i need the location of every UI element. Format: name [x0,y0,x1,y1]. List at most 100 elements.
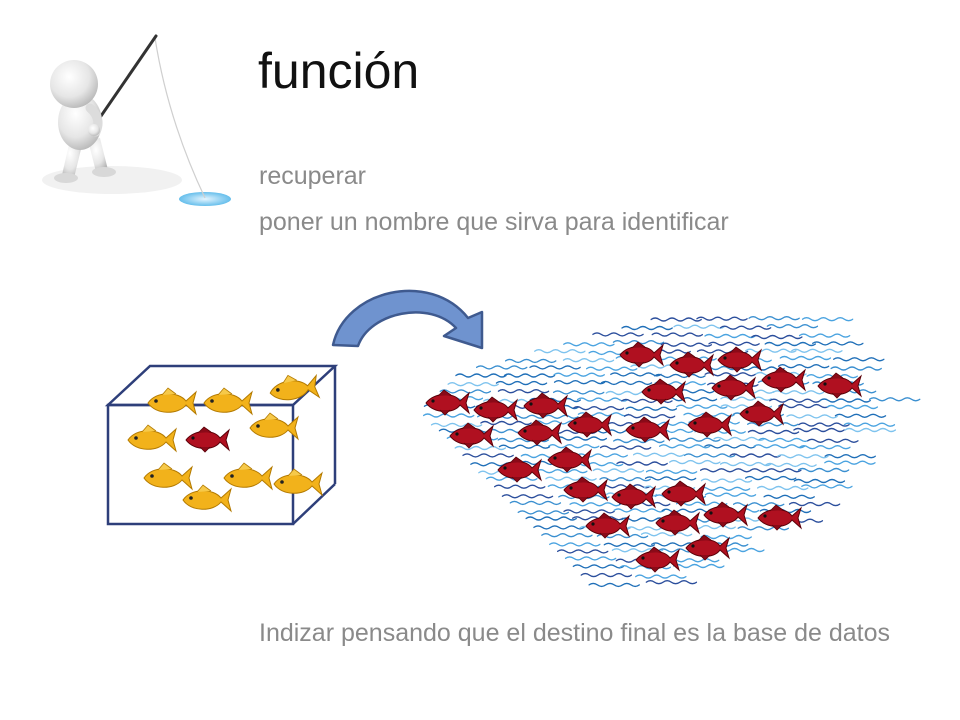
water-wave [668,459,721,465]
water-wave [533,349,586,354]
water-wave [824,454,877,459]
water-wave [708,341,761,346]
water-wave [811,341,864,346]
water-wave [480,420,532,426]
water-wave [766,324,819,329]
water-wave [791,348,843,353]
water-wave [592,332,644,337]
red-fish-icon [547,446,592,473]
red-fish-icon [711,374,756,401]
water-wave [454,445,507,451]
red-fish-icon [635,546,680,573]
water-wave [672,563,725,569]
water-wave [650,317,703,322]
water-wave [599,484,651,489]
water-wave [634,574,687,579]
gold-fish-icon [273,468,323,496]
water-wave [807,438,859,443]
water-wave [843,422,896,427]
water-wave [658,444,711,449]
water-wave [430,422,483,428]
water-wave [788,501,841,507]
red-fish-icon [739,400,784,427]
water-wave [612,438,665,444]
water-wave [797,467,850,473]
water-wave [798,333,851,338]
water-wave [645,580,698,585]
water-wave [777,364,830,369]
water-wave [592,468,645,473]
water-wave [830,366,883,371]
water-wave [645,469,698,474]
red-fish-icon [757,504,802,531]
water-wave [744,348,797,353]
water-wave [765,462,817,468]
water-wave [503,373,556,378]
gold-fish-icon [143,462,193,490]
water-wave [756,485,809,491]
water-wave [844,427,897,433]
water-wave [651,332,704,337]
water-wave [786,414,839,419]
red-fish-icon [761,366,806,393]
water-wave [698,486,751,491]
water-wave [541,533,593,538]
water-wave [801,317,854,322]
red-fish-icon [619,341,664,368]
water-wave [555,436,608,441]
water-wave [569,502,622,507]
water-wave [600,380,653,386]
water-wave [563,342,615,347]
water-wave [746,422,799,427]
water-wave [704,492,757,497]
water-wave [447,382,500,387]
water-wave [603,542,656,547]
water-wave [834,413,887,418]
gold-fish-icon [249,412,299,440]
water-wave [747,429,800,435]
water-wave [533,525,585,530]
water-wave [625,406,678,411]
water-wave [455,373,507,378]
water-wave [610,372,662,377]
red-fish-icon [449,422,494,449]
water-wave [758,437,811,443]
water-wave [588,582,641,588]
water-wave [553,380,606,385]
water-wave [632,452,685,457]
water-wave [498,444,551,449]
water-wave [556,549,609,554]
subtitle-line-2: poner un nombre que sirva para identific… [259,208,729,236]
water-wave [769,398,821,403]
water-wave [613,508,666,513]
water-wave [744,475,797,481]
red-fish-icon [817,372,862,399]
water-wave [824,460,876,465]
water-wave [868,397,921,402]
water-wave [621,325,674,331]
water-wave [497,389,550,394]
water-wave [547,444,600,449]
water-wave [799,445,851,450]
water-wave [545,476,597,481]
water-wave [729,453,782,458]
red-fish-icon [473,396,518,423]
water-wave [563,509,616,514]
curved-arrow-icon [331,289,484,350]
water-wave [665,397,718,402]
water-wave [700,478,753,483]
water-wave [572,406,625,411]
water-wave [779,355,832,361]
water-wave [462,453,514,458]
water-wave [749,468,802,473]
red-fish-icon [685,534,730,561]
water-wave [683,453,736,458]
water-wave [623,414,676,419]
water-wave [704,333,757,339]
water-wave [585,366,638,371]
water-wave [654,373,706,379]
water-wave [713,436,766,442]
water-wave [525,516,578,521]
water-wave [564,556,617,561]
